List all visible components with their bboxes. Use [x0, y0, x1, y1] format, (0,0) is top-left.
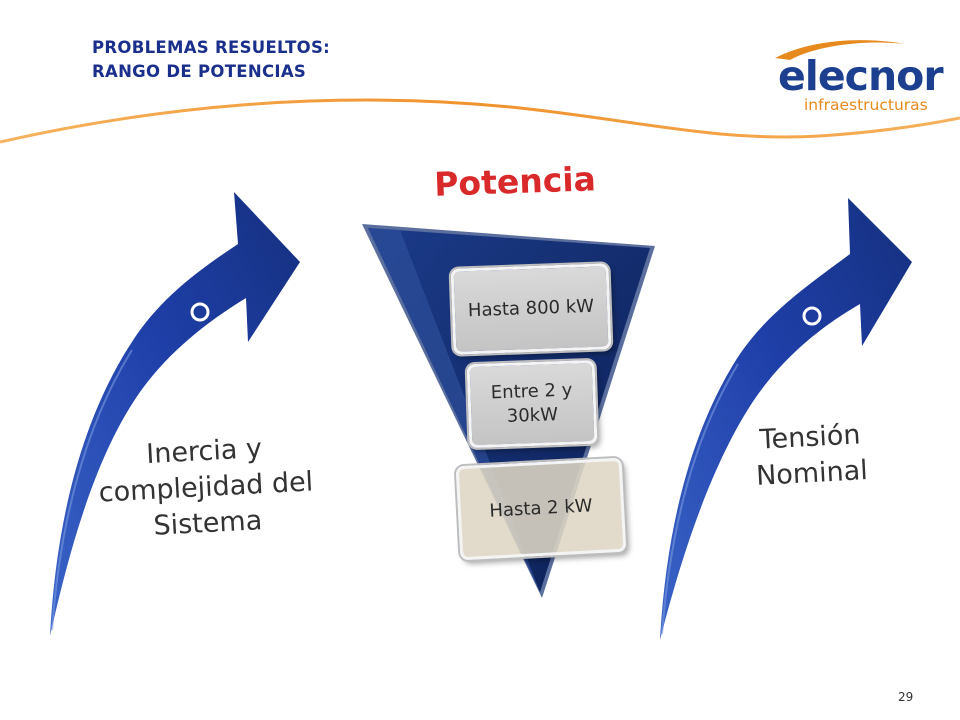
logo-swoosh — [775, 40, 905, 60]
funnel-level-3: Hasta 2 kW — [455, 457, 627, 561]
funnel-level-2: Entre 2 y 30kW — [466, 359, 598, 449]
right-arrow-shape — [660, 198, 912, 640]
left-arrow-shape — [50, 192, 300, 636]
right-arrow-label: Tensión Nominal — [755, 419, 869, 492]
page-title-line-2: RANGO DE POTENCIAS — [92, 62, 307, 81]
header-wave — [0, 98, 960, 144]
elecnor-logo: elecnor infraestructuras — [770, 34, 944, 124]
left-arrow-label: Inercia y complejidad del Sistema — [98, 433, 314, 542]
left-arrow — [50, 192, 300, 636]
page-number: 29 — [898, 690, 914, 704]
logo-subtitle: infraestructuras — [804, 96, 928, 114]
left-arrow-circle-icon — [190, 302, 210, 322]
page-title-line-1: PROBLEMAS RESUELTOS: — [92, 38, 331, 57]
funnel-level-1-label: Hasta 800 kW — [467, 295, 595, 322]
funnel-level-2-label: Entre 2 y 30kW — [490, 379, 573, 427]
funnel-level-3-label: Hasta 2 kW — [488, 495, 594, 522]
right-arrow — [660, 198, 912, 640]
page-title: PROBLEMAS RESUELTOS: RANGO DE POTENCIAS — [92, 36, 330, 84]
logo-brand: elecnor — [778, 52, 944, 100]
funnel-title: Potencia — [433, 159, 597, 204]
right-arrow-circle-icon — [802, 306, 822, 326]
funnel-level-1: Hasta 800 kW — [450, 263, 612, 355]
